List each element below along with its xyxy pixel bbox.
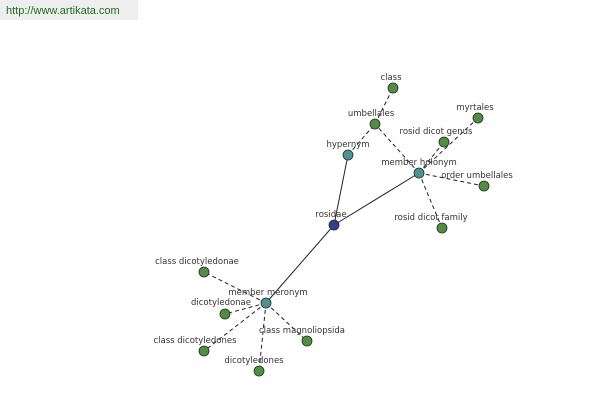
node-class-dicotyledonae[interactable]: class dicotyledonae xyxy=(155,257,239,278)
node-label-rosid-dicot-genus: rosid dicot genus xyxy=(400,127,473,137)
node-marker-class-dicotyledonae[interactable] xyxy=(198,266,210,278)
node-marker-member-meronym[interactable] xyxy=(260,297,272,309)
nodes-layer: rosidae hypernym member holonym member mero… xyxy=(153,73,513,377)
edge-member-meronym-to-dicotyledonae xyxy=(224,302,267,315)
node-dicotyledonae[interactable]: dicotyledonae xyxy=(191,298,251,320)
node-label-class-dicotyledones: class dicotyledones xyxy=(153,336,237,346)
node-label-rosid-dicot-family: rosid dicot family xyxy=(394,213,467,223)
node-marker-dicotyledonae[interactable] xyxy=(219,308,231,320)
node-member-holonym[interactable]: member holonym xyxy=(381,158,457,179)
source-url-link[interactable]: http://www.artikata.com xyxy=(0,0,138,20)
node-marker-rosid-dicot-genus[interactable] xyxy=(438,136,450,148)
node-marker-rosid-dicot-family[interactable] xyxy=(436,222,448,234)
node-marker-class-dicotyledones[interactable] xyxy=(198,345,210,357)
node-label-order-umbellales: order umbellales xyxy=(441,171,513,181)
node-order-umbellales[interactable]: order umbellales xyxy=(441,171,513,192)
node-rosidae[interactable]: rosidae xyxy=(315,210,347,231)
node-label-umbellales: umbellales xyxy=(348,109,395,119)
edge-member-holonym-to-umbellales xyxy=(374,123,420,174)
edge-member-meronym-to-dicotyledones xyxy=(258,302,267,372)
node-label-myrtales: myrtales xyxy=(456,103,494,113)
node-hypernym[interactable]: hypernym xyxy=(326,140,370,161)
edge-rosidae-to-member-holonym xyxy=(333,172,420,226)
node-marker-order-umbellales[interactable] xyxy=(478,180,490,192)
node-marker-member-holonym[interactable] xyxy=(413,167,425,179)
node-label-member-meronym: member meronym xyxy=(228,288,307,298)
node-marker-hypernym[interactable] xyxy=(342,149,354,161)
edge-rosidae-to-member-meronym xyxy=(265,224,335,304)
node-label-dicotyledonae: dicotyledonae xyxy=(191,298,251,308)
edge-rosidae-to-hypernym xyxy=(333,154,349,226)
node-marker-dicotyledones[interactable] xyxy=(253,365,265,377)
edge-member-meronym-to-class-magnoliopsida xyxy=(265,302,308,342)
node-dicotyledones[interactable]: dicotyledones xyxy=(224,356,284,377)
node-marker-umbellales[interactable] xyxy=(369,118,381,130)
node-class-dicotyledones[interactable]: class dicotyledones xyxy=(153,336,237,357)
node-marker-myrtales[interactable] xyxy=(472,112,484,124)
node-rosid-dicot-family[interactable]: rosid dicot family xyxy=(394,213,468,234)
node-marker-rosidae[interactable] xyxy=(328,219,340,231)
node-class-magnoliopsida[interactable]: class magnoliopsida xyxy=(259,326,345,347)
edge-member-meronym-to-class-dicotyledonae xyxy=(203,271,267,304)
node-label-rosidae: rosidae xyxy=(315,210,346,220)
node-label-class-dicotyledonae: class dicotyledonae xyxy=(155,257,239,267)
edge-member-meronym-to-class-dicotyledones xyxy=(203,302,267,352)
edges-layer xyxy=(203,87,485,372)
node-label-dicotyledones: dicotyledones xyxy=(224,356,284,366)
node-class[interactable]: class xyxy=(380,73,402,94)
node-marker-class[interactable] xyxy=(387,82,399,94)
node-member-meronym[interactable]: member meronym xyxy=(228,288,308,309)
node-label-member-holonym: member holonym xyxy=(381,158,456,168)
edge-member-holonym-to-rosid-dicot-family xyxy=(418,172,443,229)
node-marker-class-magnoliopsida[interactable] xyxy=(301,335,313,347)
node-label-class-magnoliopsida: class magnoliopsida xyxy=(259,326,345,336)
node-myrtales[interactable]: myrtales xyxy=(456,103,494,124)
node-umbellales[interactable]: umbellales xyxy=(348,109,395,130)
node-label-hypernym: hypernym xyxy=(326,140,369,150)
node-label-class: class xyxy=(380,73,402,83)
node-rosid-dicot-genus[interactable]: rosid dicot genus xyxy=(400,127,473,148)
